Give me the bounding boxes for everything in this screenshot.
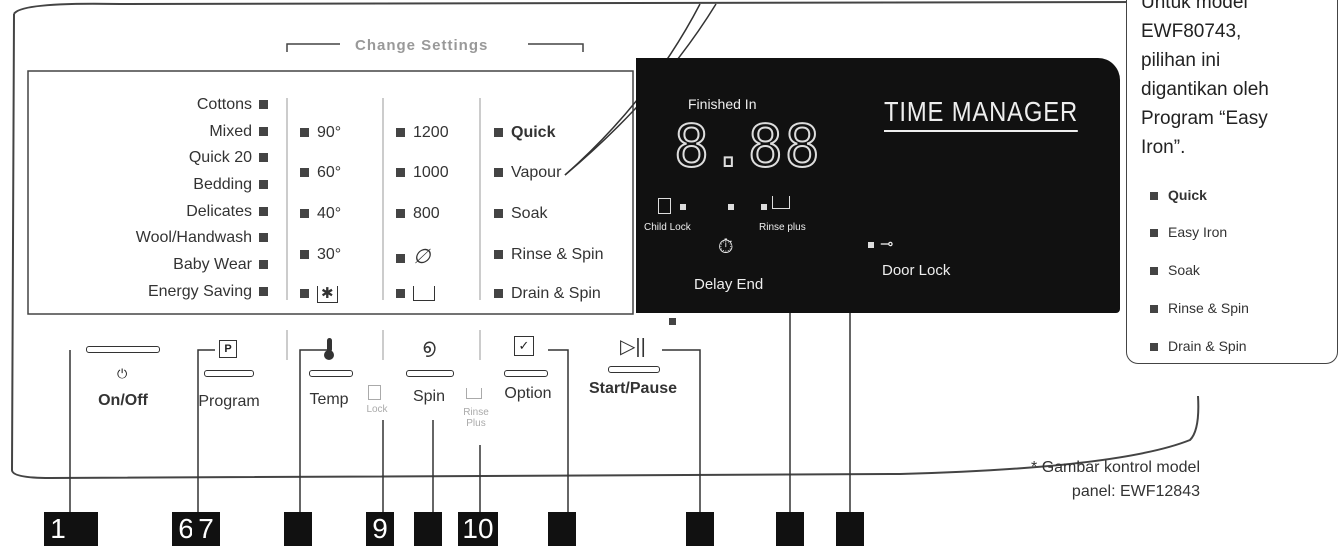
temp-label: Temp	[309, 391, 349, 408]
option-label: Option	[504, 385, 552, 402]
program-baby-wear[interactable]: Baby Wear	[173, 256, 268, 274]
program-label: Program	[198, 393, 260, 410]
option-soak[interactable]: Soak	[494, 205, 547, 223]
thermometer-bulb-icon	[324, 350, 334, 360]
marker-blank-c	[686, 512, 714, 546]
spin-1200[interactable]: 1200	[396, 124, 449, 142]
marker-blank-b	[548, 512, 576, 546]
option-drain-spin[interactable]: Drain & Spin	[494, 285, 601, 303]
rinse-plus-label: Rinse plus	[759, 222, 806, 233]
option-vapour[interactable]: Vapour	[494, 164, 561, 182]
time-digits: 8.88	[673, 112, 822, 180]
footnote: * Gambar kontrol model panel: EWF12843	[1031, 459, 1200, 500]
program-cottons[interactable]: Cottons	[197, 96, 268, 114]
program-energy-saving[interactable]: Energy Saving	[148, 283, 268, 301]
spin-label: Spin	[412, 388, 446, 405]
callout-item-rinse-spin: Rinse & Spin	[1150, 300, 1249, 316]
display-panel: Finished In 8.88 TIME MANAGER Child Lock…	[636, 58, 1120, 313]
rinse-plus-button-label: Rinse Plus	[463, 407, 489, 429]
lock-icon	[368, 385, 381, 400]
marker-2	[70, 512, 98, 546]
rinse-hold-icon	[413, 286, 435, 302]
spin-rinse-hold[interactable]	[396, 285, 435, 303]
temp-cold[interactable]: ✱	[300, 285, 338, 303]
spin-icon: ൭	[422, 336, 436, 358]
option-rinse-spin[interactable]: Rinse & Spin	[494, 246, 604, 264]
callout-box	[1126, 0, 1338, 364]
lock-label: Lock	[366, 404, 388, 415]
rinse-plus-icon	[772, 196, 790, 209]
thermometer-icon	[327, 338, 332, 352]
finished-in-label: Finished In	[688, 96, 757, 112]
callout-item-quick: Quick	[1150, 187, 1207, 203]
start-pause-indicator	[669, 318, 676, 325]
temp-button[interactable]	[309, 370, 353, 377]
program-list: Cottons Mixed Quick 20 Bedding Delicates…	[30, 96, 268, 306]
child-lock-label: Child Lock	[644, 222, 691, 233]
marker-7: 7	[192, 512, 220, 546]
marker-8	[284, 512, 312, 546]
marker-1: 1	[44, 512, 72, 546]
delay-end-icon: ⏱	[718, 236, 734, 258]
power-icon: ⏻	[117, 366, 128, 381]
marker-blank-a	[414, 512, 442, 546]
cold-icon: ✱	[317, 286, 338, 303]
temp-40[interactable]: 40°	[300, 205, 341, 223]
door-lock-icon: ⊸	[880, 236, 894, 253]
start-pause-label: Start/Pause	[588, 380, 678, 397]
option-icon: ✓	[514, 336, 534, 356]
program-mixed[interactable]: Mixed	[209, 123, 268, 141]
marker-blank-d	[776, 512, 804, 546]
marker-9: 9	[366, 512, 394, 546]
program-button[interactable]	[204, 370, 254, 377]
callout-item-easy-iron: Easy Iron	[1150, 224, 1227, 240]
marker-blank-e	[836, 512, 864, 546]
callout-text: Untuk model EWF80743, pilihan ini digant…	[1141, 0, 1269, 158]
spin-1000[interactable]: 1000	[396, 164, 449, 182]
spin-no-spin[interactable]: ∅	[396, 244, 430, 269]
onoff-button[interactable]	[86, 346, 160, 353]
no-spin-icon: ∅	[413, 246, 431, 268]
child-lock-indicator	[680, 204, 686, 210]
callout-item-drain-spin: Drain & Spin	[1150, 338, 1247, 354]
delay-end-label: Delay End	[694, 276, 764, 293]
program-wool-handwash[interactable]: Wool/Handwash	[136, 229, 268, 247]
option-quick[interactable]: Quick	[494, 124, 555, 142]
temp-30[interactable]: 30°	[300, 246, 341, 264]
child-lock-icon	[658, 198, 671, 214]
program-quick-20[interactable]: Quick 20	[189, 149, 268, 167]
program-icon: P	[219, 340, 237, 358]
marker-10: 10	[458, 512, 498, 546]
rinse-plus-button-icon	[466, 388, 482, 399]
option-button[interactable]	[504, 370, 548, 377]
temp-90[interactable]: 90°	[300, 124, 341, 142]
onoff-label: On/Off	[98, 392, 148, 409]
change-settings-label: Change Settings	[355, 37, 489, 54]
start-pause-button[interactable]	[608, 366, 660, 373]
door-lock-indicator	[868, 242, 874, 248]
program-bedding[interactable]: Bedding	[193, 176, 268, 194]
door-lock-label: Door Lock	[882, 262, 951, 279]
middle-indicator	[728, 204, 734, 210]
program-delicates[interactable]: Delicates	[186, 203, 268, 221]
brand-label: TIME MANAGER	[884, 96, 1078, 132]
rinse-plus-indicator	[761, 204, 767, 210]
temp-60[interactable]: 60°	[300, 164, 341, 182]
spin-800[interactable]: 800	[396, 205, 440, 223]
spin-button[interactable]	[406, 370, 454, 377]
start-pause-icon: ▷||	[620, 336, 646, 358]
callout-item-soak: Soak	[1150, 262, 1200, 278]
